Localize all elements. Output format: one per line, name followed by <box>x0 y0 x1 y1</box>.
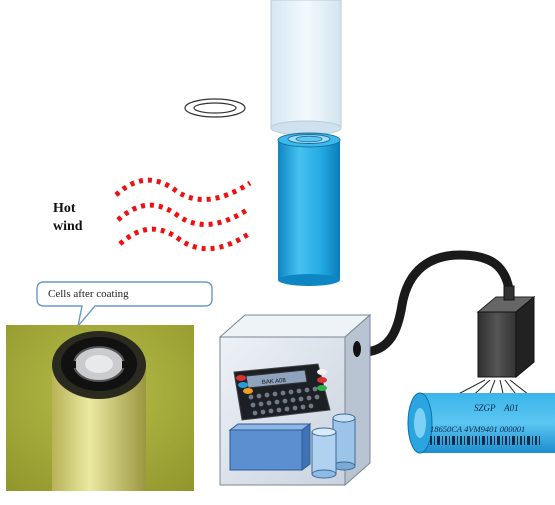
coated-cell-photo <box>6 325 194 491</box>
hot-wind-label: Hot wind <box>53 200 83 236</box>
ring-icon <box>184 98 246 118</box>
callout-text: Cells after coating <box>48 288 129 300</box>
printer-icon <box>218 313 372 487</box>
hot-wind-waves <box>114 177 252 252</box>
cable-icon <box>361 250 515 357</box>
printer-screen-text: BAK A08 <box>262 378 287 386</box>
battery-barcode <box>430 436 540 445</box>
cell-battery-icon <box>277 132 341 286</box>
battery-print-line1: SZGP A01 <box>474 403 519 413</box>
tube-icon <box>270 0 342 136</box>
hot-wind-line1: Hot <box>53 201 76 216</box>
battery-print-line2: 18650CA 4VM9401 000001 <box>430 424 525 434</box>
hot-wind-line2: wind <box>53 219 83 234</box>
print-head-icon <box>476 285 536 379</box>
callout-box <box>36 281 213 329</box>
